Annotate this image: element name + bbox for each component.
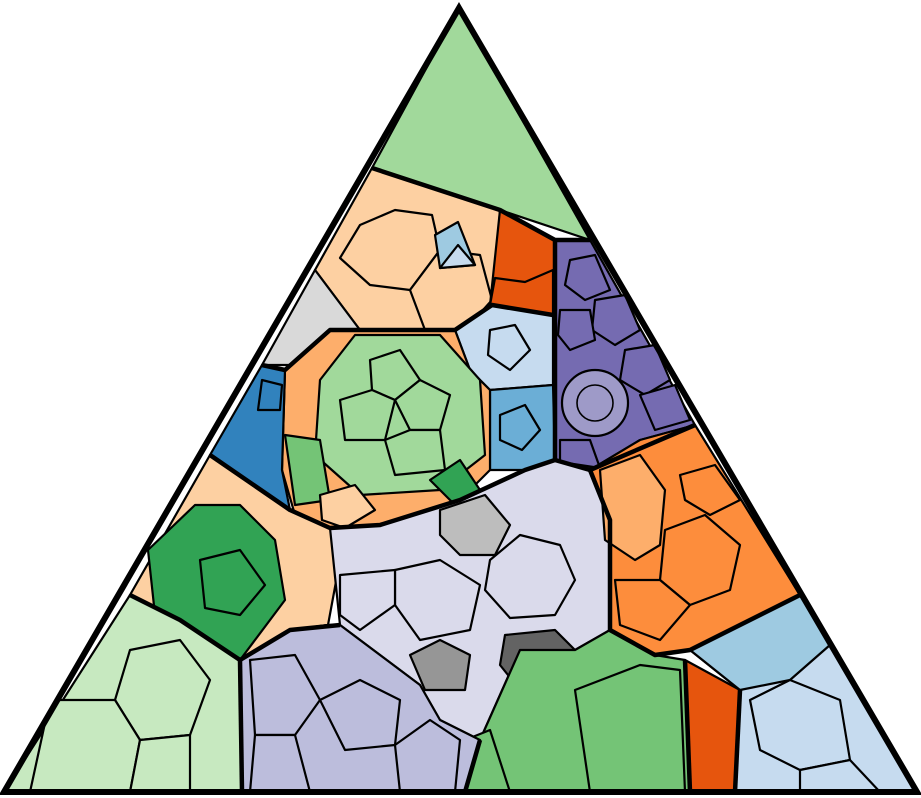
group-boundary — [682, 659, 693, 792]
soft-purple-cluster — [560, 368, 630, 438]
lavender-cell — [338, 568, 397, 632]
light-purple-cell — [393, 718, 462, 792]
group-boundary — [552, 240, 696, 473]
dark-green-cell — [198, 548, 267, 617]
group-boundary — [732, 689, 743, 792]
green-cell — [338, 388, 397, 442]
group-boundary — [261, 302, 554, 373]
purple-cell — [638, 383, 692, 432]
mid-green-cell — [573, 663, 687, 792]
green-cell — [393, 378, 452, 432]
peach-cell — [318, 483, 377, 530]
purple-cell — [556, 308, 597, 352]
group-boundary — [237, 659, 245, 792]
mid-gray-cell — [438, 493, 512, 557]
lavender-cell — [483, 533, 577, 620]
group-boundary — [587, 469, 802, 658]
orange-cell — [678, 463, 742, 517]
blue-cell — [256, 378, 284, 412]
light-orange-cluster — [598, 453, 667, 562]
green-cell — [383, 428, 447, 477]
gray-cell — [408, 638, 472, 692]
purple-cell — [618, 343, 672, 397]
orange-cell — [613, 578, 692, 642]
group-boundary — [208, 453, 556, 531]
soft-purple-inner — [576, 384, 614, 422]
pale-blue-cell — [798, 758, 882, 792]
group-boundary — [371, 165, 590, 243]
group-boundary — [462, 739, 483, 792]
purple-cell — [563, 253, 612, 302]
pale-blue-cell — [438, 243, 477, 270]
light-purple-cell — [248, 653, 322, 737]
light-purple-cell — [318, 678, 402, 752]
pale-blue-cell — [486, 323, 532, 372]
light-purple-cell — [248, 733, 312, 792]
mid-blue-cell — [498, 403, 542, 452]
pale-green-cell — [128, 733, 192, 792]
